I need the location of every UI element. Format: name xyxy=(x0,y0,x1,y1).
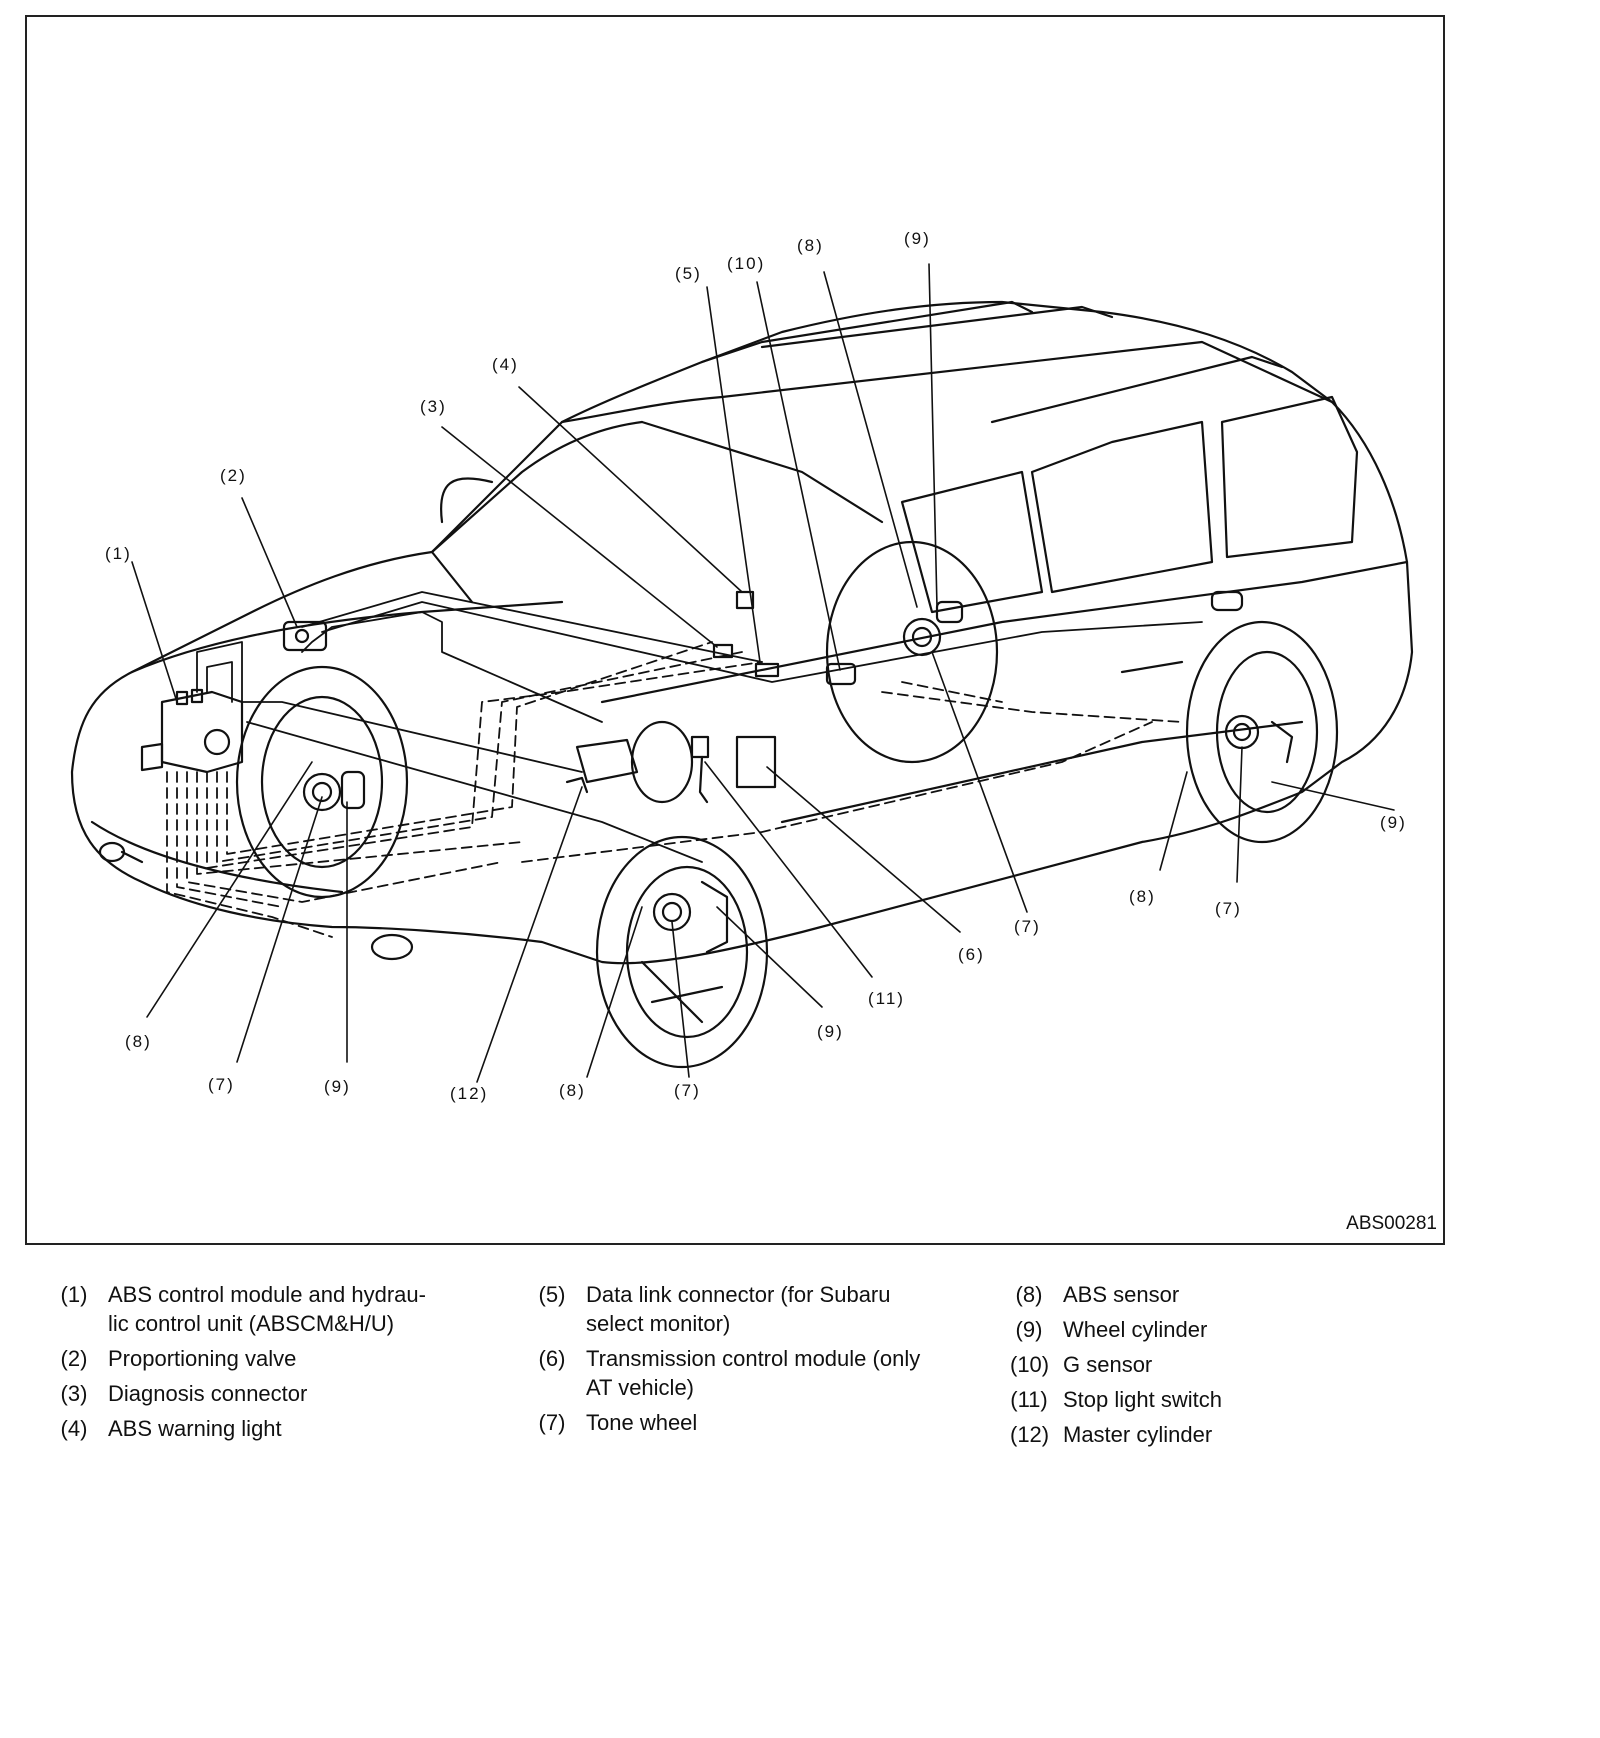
callout-5: (5) xyxy=(675,264,702,283)
legend-item-number: (1) xyxy=(60,1282,88,1307)
brake-pipes xyxy=(196,591,1203,863)
legend-item: (9) Wheel cylinder xyxy=(1010,1315,1410,1344)
legend-item-number: (6) xyxy=(538,1346,566,1371)
legend-item-text: ABS sensor xyxy=(1063,1282,1180,1307)
legend-item: (1) ABS control module and hydrau- lic co… xyxy=(55,1280,495,1338)
legend-item-number: (12) xyxy=(1010,1422,1050,1447)
legend-item-number: (10) xyxy=(1010,1352,1050,1377)
legend-item: (6) Transmission control module (only AT … xyxy=(533,1344,973,1402)
callout-labels: (1) (2) (3) (4) (5) (10) (8) (9) (9) (8)… xyxy=(105,229,1407,1103)
stop-light-switch xyxy=(690,735,710,804)
legend-item-text: ABS control module and hydrau- lic contr… xyxy=(108,1282,426,1336)
callout-9-rear-left: (9) xyxy=(904,229,931,248)
legend-item-text: Stop light switch xyxy=(1063,1387,1222,1412)
legend-item: (11) Stop light switch xyxy=(1010,1385,1410,1414)
legend-item-text: Data link connector (for Subaru select m… xyxy=(586,1282,891,1336)
callout-7-rear-right: (7) xyxy=(1215,899,1242,918)
diagram-frame: (1) (2) (3) (4) (5) (10) (8) (9) (9) (8)… xyxy=(25,15,1445,1245)
legend-item-text: ABS warning light xyxy=(108,1416,282,1441)
callout-4: (4) xyxy=(492,355,519,374)
legend-item: (12) Master cylinder xyxy=(1010,1420,1410,1449)
legend-item: (5) Data link connector (for Subaru selec… xyxy=(533,1280,973,1338)
legend-item-text: Wheel cylinder xyxy=(1063,1317,1208,1342)
legend-item-number: (7) xyxy=(538,1410,566,1435)
legend-item-text: Master cylinder xyxy=(1063,1422,1213,1447)
callout-7-front-left: (7) xyxy=(208,1075,235,1094)
callout-8-front-right: (8) xyxy=(559,1081,586,1100)
front-left-wheel xyxy=(235,665,409,899)
callout-8-front-left: (8) xyxy=(125,1032,152,1051)
callout-6: (6) xyxy=(958,945,985,964)
callout-11: (11) xyxy=(868,989,905,1008)
callout-3: (3) xyxy=(420,397,447,416)
abs-hydraulic-unit xyxy=(140,688,244,774)
legend-item-number: (9) xyxy=(1015,1317,1043,1342)
callout-10: (10) xyxy=(727,254,765,273)
legend-item-text: Diagnosis connector xyxy=(108,1381,308,1406)
legend-item-text: G sensor xyxy=(1063,1352,1153,1377)
legend-item: (3) Diagnosis connector xyxy=(55,1379,495,1408)
legend-item: (2) Proportioning valve xyxy=(55,1344,495,1373)
legend-item-number: (5) xyxy=(538,1282,566,1307)
abs-system-diagram: (1) (2) (3) (4) (5) (10) (8) (9) (9) (8)… xyxy=(70,229,1414,1103)
legend-item-number: (8) xyxy=(1015,1282,1043,1307)
legend-item-text: Transmission control module (only AT veh… xyxy=(586,1346,921,1400)
front-right-wheel xyxy=(595,835,769,1069)
callout-9-front-left: (9) xyxy=(324,1077,351,1096)
legend-item-number: (2) xyxy=(60,1346,88,1371)
callout-1: (1) xyxy=(105,544,132,563)
legend-column-3: (8) ABS sensor (9) Wheel cylinder (10) G sens… xyxy=(1010,1280,1410,1455)
legend-item: (8) ABS sensor xyxy=(1010,1280,1410,1309)
legend-column-1: (1) ABS control module and hydrau- lic co… xyxy=(55,1280,495,1449)
rear-right-wheel xyxy=(1185,620,1339,844)
callout-12: (12) xyxy=(450,1084,488,1103)
legend-column-2: (5) Data link connector (for Subaru selec… xyxy=(533,1280,973,1443)
callout-7-rear-left: (7) xyxy=(1014,917,1041,936)
small-connectors xyxy=(712,590,780,678)
callout-9-rear-right: (9) xyxy=(1380,813,1407,832)
legend-item: (4) ABS warning light xyxy=(55,1414,495,1443)
legend-item-text: Tone wheel xyxy=(586,1410,698,1435)
legend-item: (10) G sensor xyxy=(1010,1350,1410,1379)
legend-item-number: (3) xyxy=(60,1381,88,1406)
figure-reference-code: ABS00281 xyxy=(1346,1213,1437,1234)
callout-8-rear-right: (8) xyxy=(1129,887,1156,906)
rear-left-wheel xyxy=(825,540,999,764)
legend-item-text: Proportioning valve xyxy=(108,1346,297,1371)
legend-item-number: (11) xyxy=(1010,1387,1048,1412)
callout-8-rear-left: (8) xyxy=(797,236,824,255)
legend-item: (7) Tone wheel xyxy=(533,1408,973,1437)
callout-2: (2) xyxy=(220,466,247,485)
wiring-harness xyxy=(166,641,1183,938)
g-sensor xyxy=(825,662,857,686)
legend-item-number: (4) xyxy=(60,1416,88,1441)
master-cylinder xyxy=(565,720,694,804)
callout-9-front-right: (9) xyxy=(817,1022,844,1041)
transmission-control-module xyxy=(735,735,777,789)
car-body-outline xyxy=(70,300,1414,965)
leader-lines xyxy=(131,263,1395,1083)
callout-7-front-right: (7) xyxy=(674,1081,701,1100)
